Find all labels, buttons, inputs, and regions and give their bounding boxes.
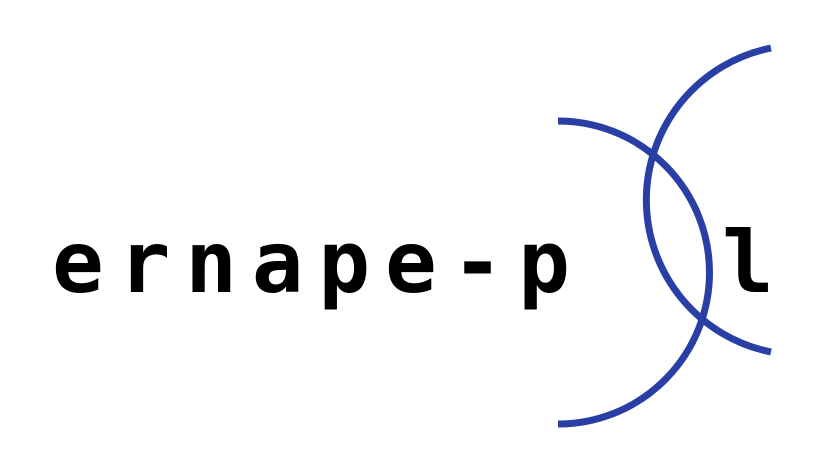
left-arc-icon xyxy=(557,117,713,428)
right-arc-icon xyxy=(642,44,772,356)
logo-wordmark-tail: l xyxy=(722,213,774,313)
